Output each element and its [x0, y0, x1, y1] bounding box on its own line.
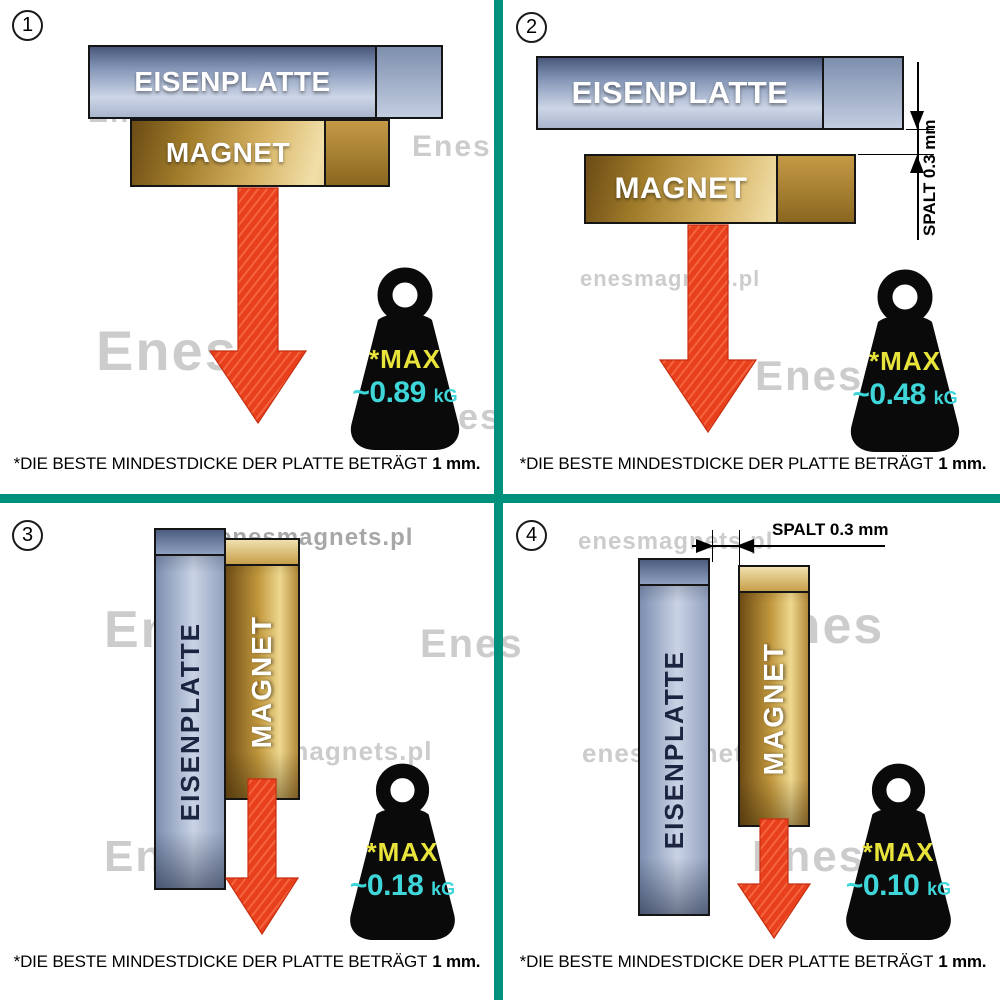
- weight-unit: kG: [431, 879, 456, 900]
- magnet-label: MAGNET: [758, 642, 789, 776]
- iron-plate-top-face: [640, 560, 708, 586]
- footnote: *DIE BESTE MINDESTDICKE DER PLATTE BETRÄ…: [514, 454, 992, 474]
- weight-number: ~0.10: [845, 869, 920, 903]
- dimension-extension: [858, 154, 934, 155]
- max-label: *MAX: [869, 345, 941, 376]
- weight-text: *MAX ~0.10 kG: [826, 837, 971, 903]
- dimension-line: [692, 545, 885, 547]
- max-label: *MAX: [366, 837, 439, 868]
- panel-number-badge: 4: [516, 520, 547, 551]
- magnet-end-face: [776, 156, 854, 222]
- iron-plate-label: EISENPLATTE: [134, 66, 331, 97]
- iron-plate: EISENPLATTE: [154, 528, 226, 890]
- iron-plate: EISENPLATTE: [88, 45, 443, 119]
- force-arrow-icon: [652, 224, 764, 434]
- weight-value: ~0.48 kG: [830, 377, 980, 412]
- panel-number-badge: 2: [516, 12, 547, 43]
- magnet: MAGNET: [130, 119, 390, 187]
- force-arrow-icon: [202, 187, 314, 425]
- weight-unit: kG: [927, 879, 952, 900]
- weight-icon: *MAX ~0.89 kG: [330, 266, 480, 456]
- dimension-extension: [906, 129, 934, 130]
- dimension-arrow-down-icon: [910, 111, 924, 129]
- weight-value: ~0.10 kG: [826, 868, 971, 903]
- max-label: *MAX: [369, 343, 441, 374]
- weight-icon: *MAX ~0.10 kG: [826, 762, 971, 946]
- footnote-bold: 1 mm.: [432, 454, 481, 473]
- magnet-label: MAGNET: [614, 172, 748, 205]
- magnet-top-face: [740, 567, 808, 593]
- magnet: MAGNET: [224, 538, 300, 800]
- magnet: MAGNET: [584, 154, 856, 224]
- watermark-logo: Enes: [412, 130, 492, 163]
- panel-number-badge: 3: [12, 520, 43, 551]
- weight-unit: kG: [433, 385, 458, 406]
- footnote: *DIE BESTE MINDESTDICKE DER PLATTE BETRÄ…: [514, 952, 992, 972]
- dimension-line: [917, 62, 919, 240]
- iron-plate-end-face: [375, 47, 441, 117]
- magnet-end-face: [324, 121, 388, 185]
- magnet: MAGNET: [738, 565, 810, 827]
- footnote-bold: 1 mm.: [432, 952, 481, 971]
- footnote-text: *DIE BESTE MINDESTDICKE DER PLATTE BETRÄ…: [519, 952, 934, 971]
- force-arrow-icon: [222, 778, 302, 936]
- panel-number-badge: 1: [12, 10, 43, 41]
- force-arrow-icon: [736, 818, 812, 940]
- weight-number: ~0.89: [352, 375, 426, 409]
- weight-number: ~0.18: [349, 869, 424, 903]
- weight-value: ~0.18 kG: [330, 868, 475, 903]
- dimension-arrow-up-icon: [910, 155, 924, 173]
- max-label: *MAX: [862, 837, 935, 868]
- footnote-bold: 1 mm.: [938, 952, 987, 971]
- iron-plate-label: EISENPLATTE: [174, 622, 205, 822]
- gap-label: SPALT 0.3 mm: [772, 520, 889, 539]
- magnet-label: MAGNET: [246, 615, 277, 749]
- iron-plate-label: EISENPLATTE: [571, 75, 789, 110]
- footnote: *DIE BESTE MINDESTDICKE DER PLATTE BETRÄ…: [8, 952, 486, 972]
- weight-icon: *MAX ~0.18 kG: [330, 762, 475, 946]
- iron-plate-label: EISENPLATTE: [658, 650, 689, 850]
- weight-unit: kG: [933, 387, 958, 408]
- iron-plate: EISENPLATTE: [638, 558, 710, 916]
- weight-number: ~0.48: [852, 377, 926, 411]
- magnet-top-face: [226, 540, 298, 566]
- dimension-arrow-left-icon: [736, 539, 754, 553]
- weight-text: *MAX ~0.89 kG: [330, 344, 480, 410]
- gap-label: SPALT 0.3 mm: [920, 119, 939, 236]
- footnote-text: *DIE BESTE MINDESTDICKE DER PLATTE BETRÄ…: [519, 454, 934, 473]
- weight-icon: *MAX ~0.48 kG: [830, 268, 980, 458]
- footnote-bold: 1 mm.: [938, 454, 987, 473]
- iron-plate-end-face: [822, 58, 902, 128]
- weight-value: ~0.89 kG: [330, 375, 480, 410]
- magnet-label: MAGNET: [165, 137, 291, 168]
- footnote-text: *DIE BESTE MINDESTDICKE DER PLATTE BETRÄ…: [13, 454, 428, 473]
- weight-text: *MAX ~0.48 kG: [830, 346, 980, 412]
- horizontal-divider: [0, 494, 1000, 503]
- footnote: *DIE BESTE MINDESTDICKE DER PLATTE BETRÄ…: [8, 454, 486, 474]
- iron-plate-top-face: [156, 530, 224, 556]
- iron-plate: EISENPLATTE: [536, 56, 904, 130]
- footnote-text: *DIE BESTE MINDESTDICKE DER PLATTE BETRÄ…: [13, 952, 428, 971]
- watermark-logo: Enes: [420, 622, 524, 666]
- dimension-arrow-right-icon: [696, 539, 714, 553]
- weight-text: *MAX ~0.18 kG: [330, 837, 475, 903]
